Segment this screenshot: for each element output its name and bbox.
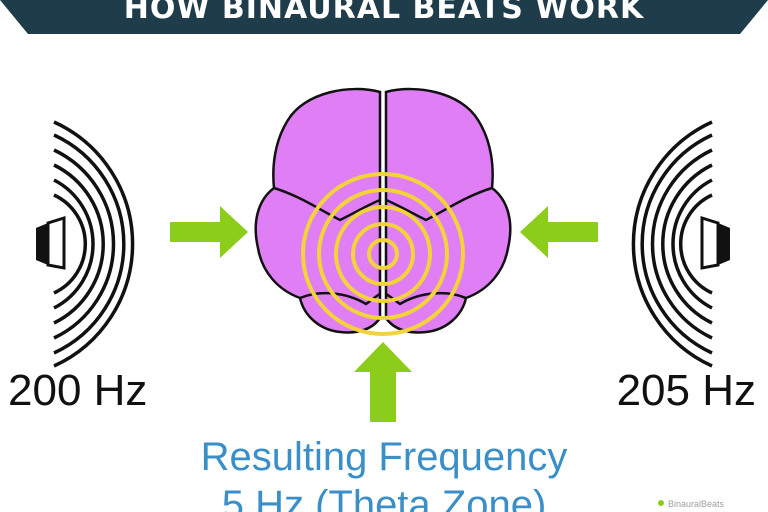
left-speaker-body	[36, 223, 48, 265]
right-frequency-label: 205 Hz	[617, 366, 756, 415]
watermark-text: BinauralBeats	[668, 499, 725, 509]
title-text: HOW BINAURAL BEATS WORK	[124, 0, 645, 26]
left-speaker-icon	[36, 120, 135, 368]
frequency-rings-icon	[301, 172, 465, 336]
left-speaker-cone	[46, 215, 66, 270]
title-banner-bg	[0, 0, 768, 34]
left-arrow-icon	[170, 206, 248, 258]
brain-icon	[254, 87, 512, 336]
right-speaker-body	[718, 223, 730, 265]
result-line-1: Resulting Frequency	[201, 435, 568, 479]
left-sound-waves-icon	[53, 120, 135, 368]
left-frequency-label: 200 Hz	[8, 366, 147, 415]
watermark-logo-icon	[658, 500, 664, 506]
right-sound-waves-icon	[631, 120, 713, 368]
right-arrow-icon	[520, 206, 598, 258]
up-arrow-icon	[354, 342, 412, 422]
title-banner: HOW BINAURAL BEATS WORK	[0, 0, 768, 34]
right-speaker-cone	[700, 215, 720, 270]
brain-lobe-lines	[273, 186, 493, 306]
right-speaker-icon	[631, 120, 730, 368]
result-line-2: 5 Hz (Theta Zone)	[222, 483, 547, 512]
watermark: BinauralBeats	[658, 499, 725, 509]
